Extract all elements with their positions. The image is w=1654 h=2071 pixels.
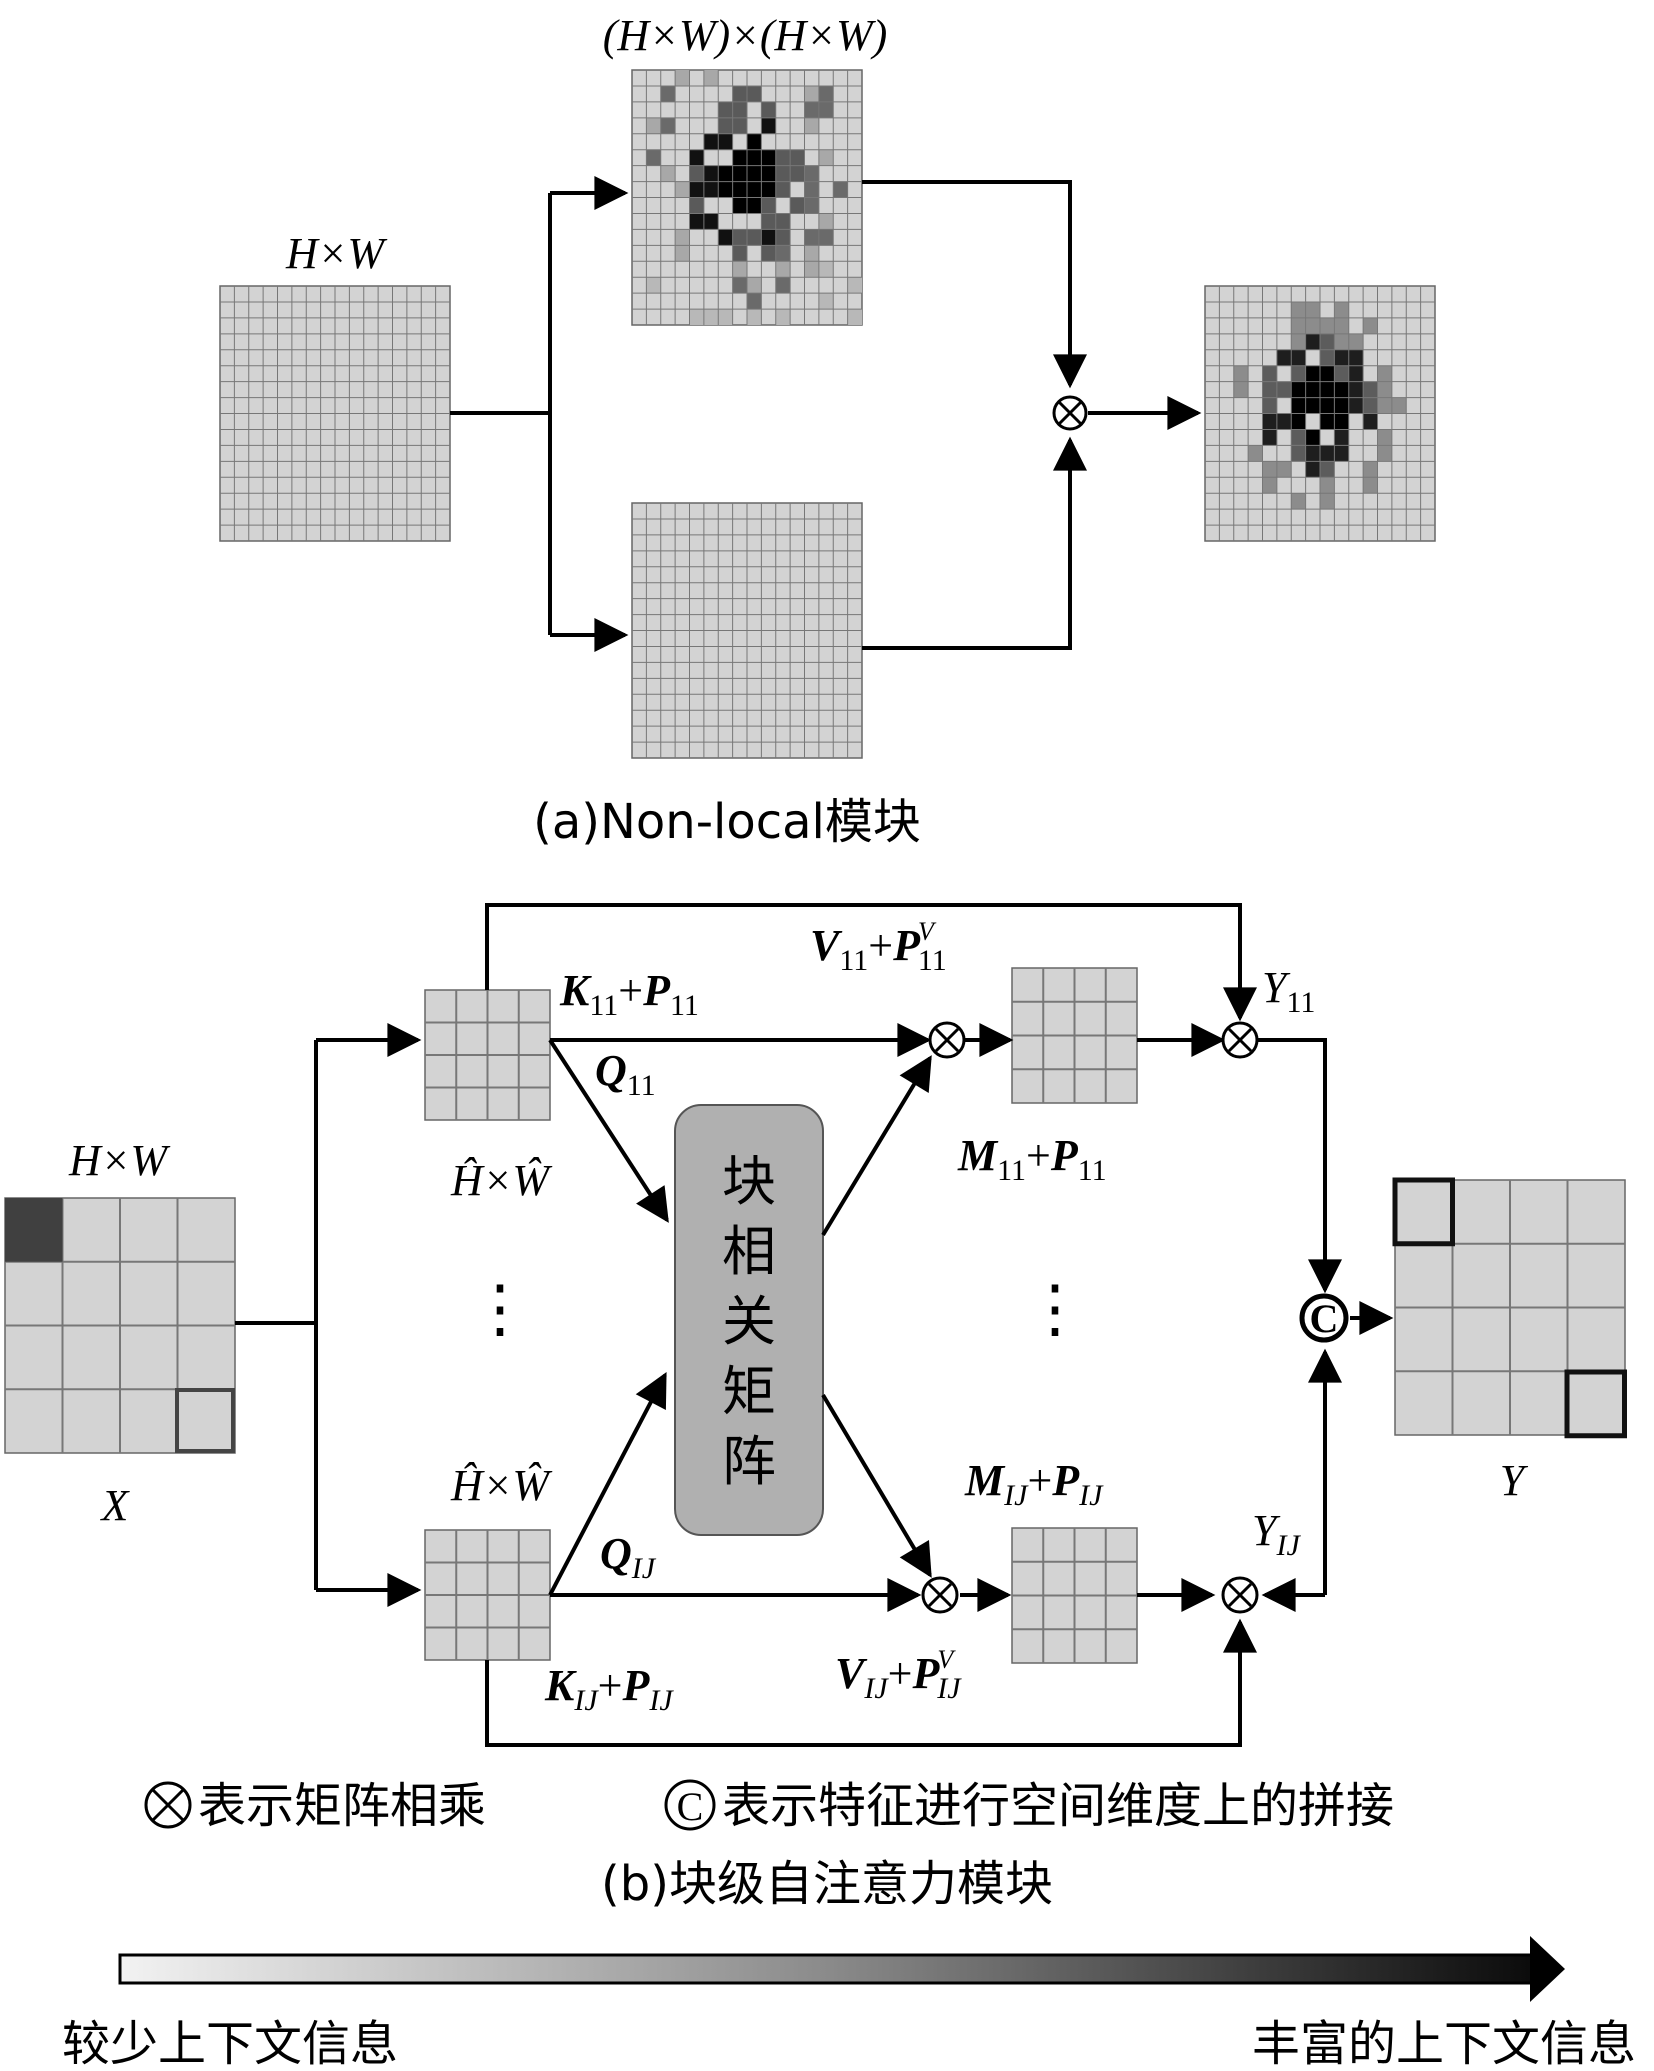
ellipsis-right: ⋮ — [1023, 1273, 1087, 1344]
output-feature-grid — [1204, 285, 1436, 542]
multiply-op — [921, 1576, 959, 1614]
label-patch-size-top: Ĥ×Ŵ — [450, 1156, 552, 1205]
label-input-size: H×W — [285, 229, 387, 278]
ellipsis-left: ⋮ — [468, 1273, 532, 1344]
legend-multiply-text: 表示矩阵相乘 — [198, 1778, 486, 1834]
arrow-y11-to-concat — [1258, 1038, 1342, 1294]
label-mij: MIJ+PIJ — [964, 1456, 1104, 1512]
label-x-size: H×W — [68, 1136, 170, 1185]
multiply-ops-b — [921, 1021, 1259, 1614]
multiply-op-a — [1052, 395, 1088, 431]
multiply-op — [1221, 1576, 1259, 1614]
gradient-left-label: 较少上下文信息 — [62, 2016, 398, 2071]
center-box-char: 阵 — [722, 1430, 776, 1493]
context-gradient-bar: 较少上下文信息 丰富的上下文信息 — [62, 1936, 1636, 2071]
legend-concat-text: 表示特征进行空间维度上的拼接 — [722, 1778, 1394, 1834]
label-y11: Y11 — [1262, 963, 1315, 1019]
output-y-grid — [1392, 1177, 1627, 1439]
label-k11: K11+P11 — [559, 966, 699, 1022]
input-feature-grid — [219, 285, 451, 542]
arrow-kij-to-box — [548, 1371, 667, 1596]
gradient-right-label: 丰富的上下文信息 — [1252, 2016, 1636, 2071]
part-a-nonlocal: H×W (H×W)×(H×W) (a)Non-local模块 — [219, 11, 1436, 850]
input-x-grid — [4, 1197, 236, 1454]
arrow-box-to-mult-bottom — [821, 1393, 932, 1578]
affinity-matrix-grid — [631, 69, 863, 326]
label-patch-size-bottom: Ĥ×Ŵ — [450, 1461, 552, 1510]
multiply-op — [928, 1021, 966, 1059]
svg-text:C: C — [1310, 1296, 1339, 1341]
caption-b: (b)块级自注意力模块 — [601, 1856, 1053, 1912]
arrow-skip-top — [485, 903, 1257, 1022]
multiply-op — [1221, 1021, 1259, 1059]
label-affinity-size: (H×W)×(H×W) — [603, 11, 888, 60]
center-box-char: 矩 — [722, 1360, 776, 1423]
center-box-char: 关 — [722, 1290, 776, 1353]
legend-multiply: 表示矩阵相乘 — [144, 1778, 486, 1834]
arrow-skip-bottom — [485, 1618, 1257, 1747]
arrow-value-to-mult — [862, 436, 1087, 650]
center-box-char: 相 — [722, 1220, 776, 1283]
label-m11: M11+P11 — [957, 1131, 1107, 1187]
patch-correlation-box — [674, 1104, 824, 1536]
label-kij: KIJ+PIJ — [544, 1661, 674, 1717]
value-feature-grid — [631, 502, 863, 759]
arrow-q11-to-box — [548, 1038, 669, 1223]
patch-bottom-grid — [424, 1529, 551, 1661]
label-yij: YIJ — [1252, 1506, 1301, 1562]
arrow-box-to-mult-top — [821, 1055, 932, 1237]
svg-text:C: C — [677, 1784, 704, 1829]
label-qij: QIJ — [600, 1529, 657, 1585]
label-x: X — [100, 1481, 131, 1530]
arrow-affinity-to-mult — [862, 180, 1087, 389]
m11-grid — [1011, 967, 1138, 1104]
concat-op: C — [1299, 1293, 1349, 1343]
patch-top-grid — [424, 989, 551, 1121]
mij-grid — [1011, 1527, 1138, 1664]
label-y: Y — [1500, 1456, 1529, 1505]
caption-a: (a)Non-local模块 — [533, 794, 921, 850]
center-box-char: 块 — [722, 1150, 776, 1213]
label-q11: Q11 — [595, 1046, 656, 1102]
legend-concat: C 表示特征进行空间维度上的拼接 — [664, 1778, 1394, 1834]
